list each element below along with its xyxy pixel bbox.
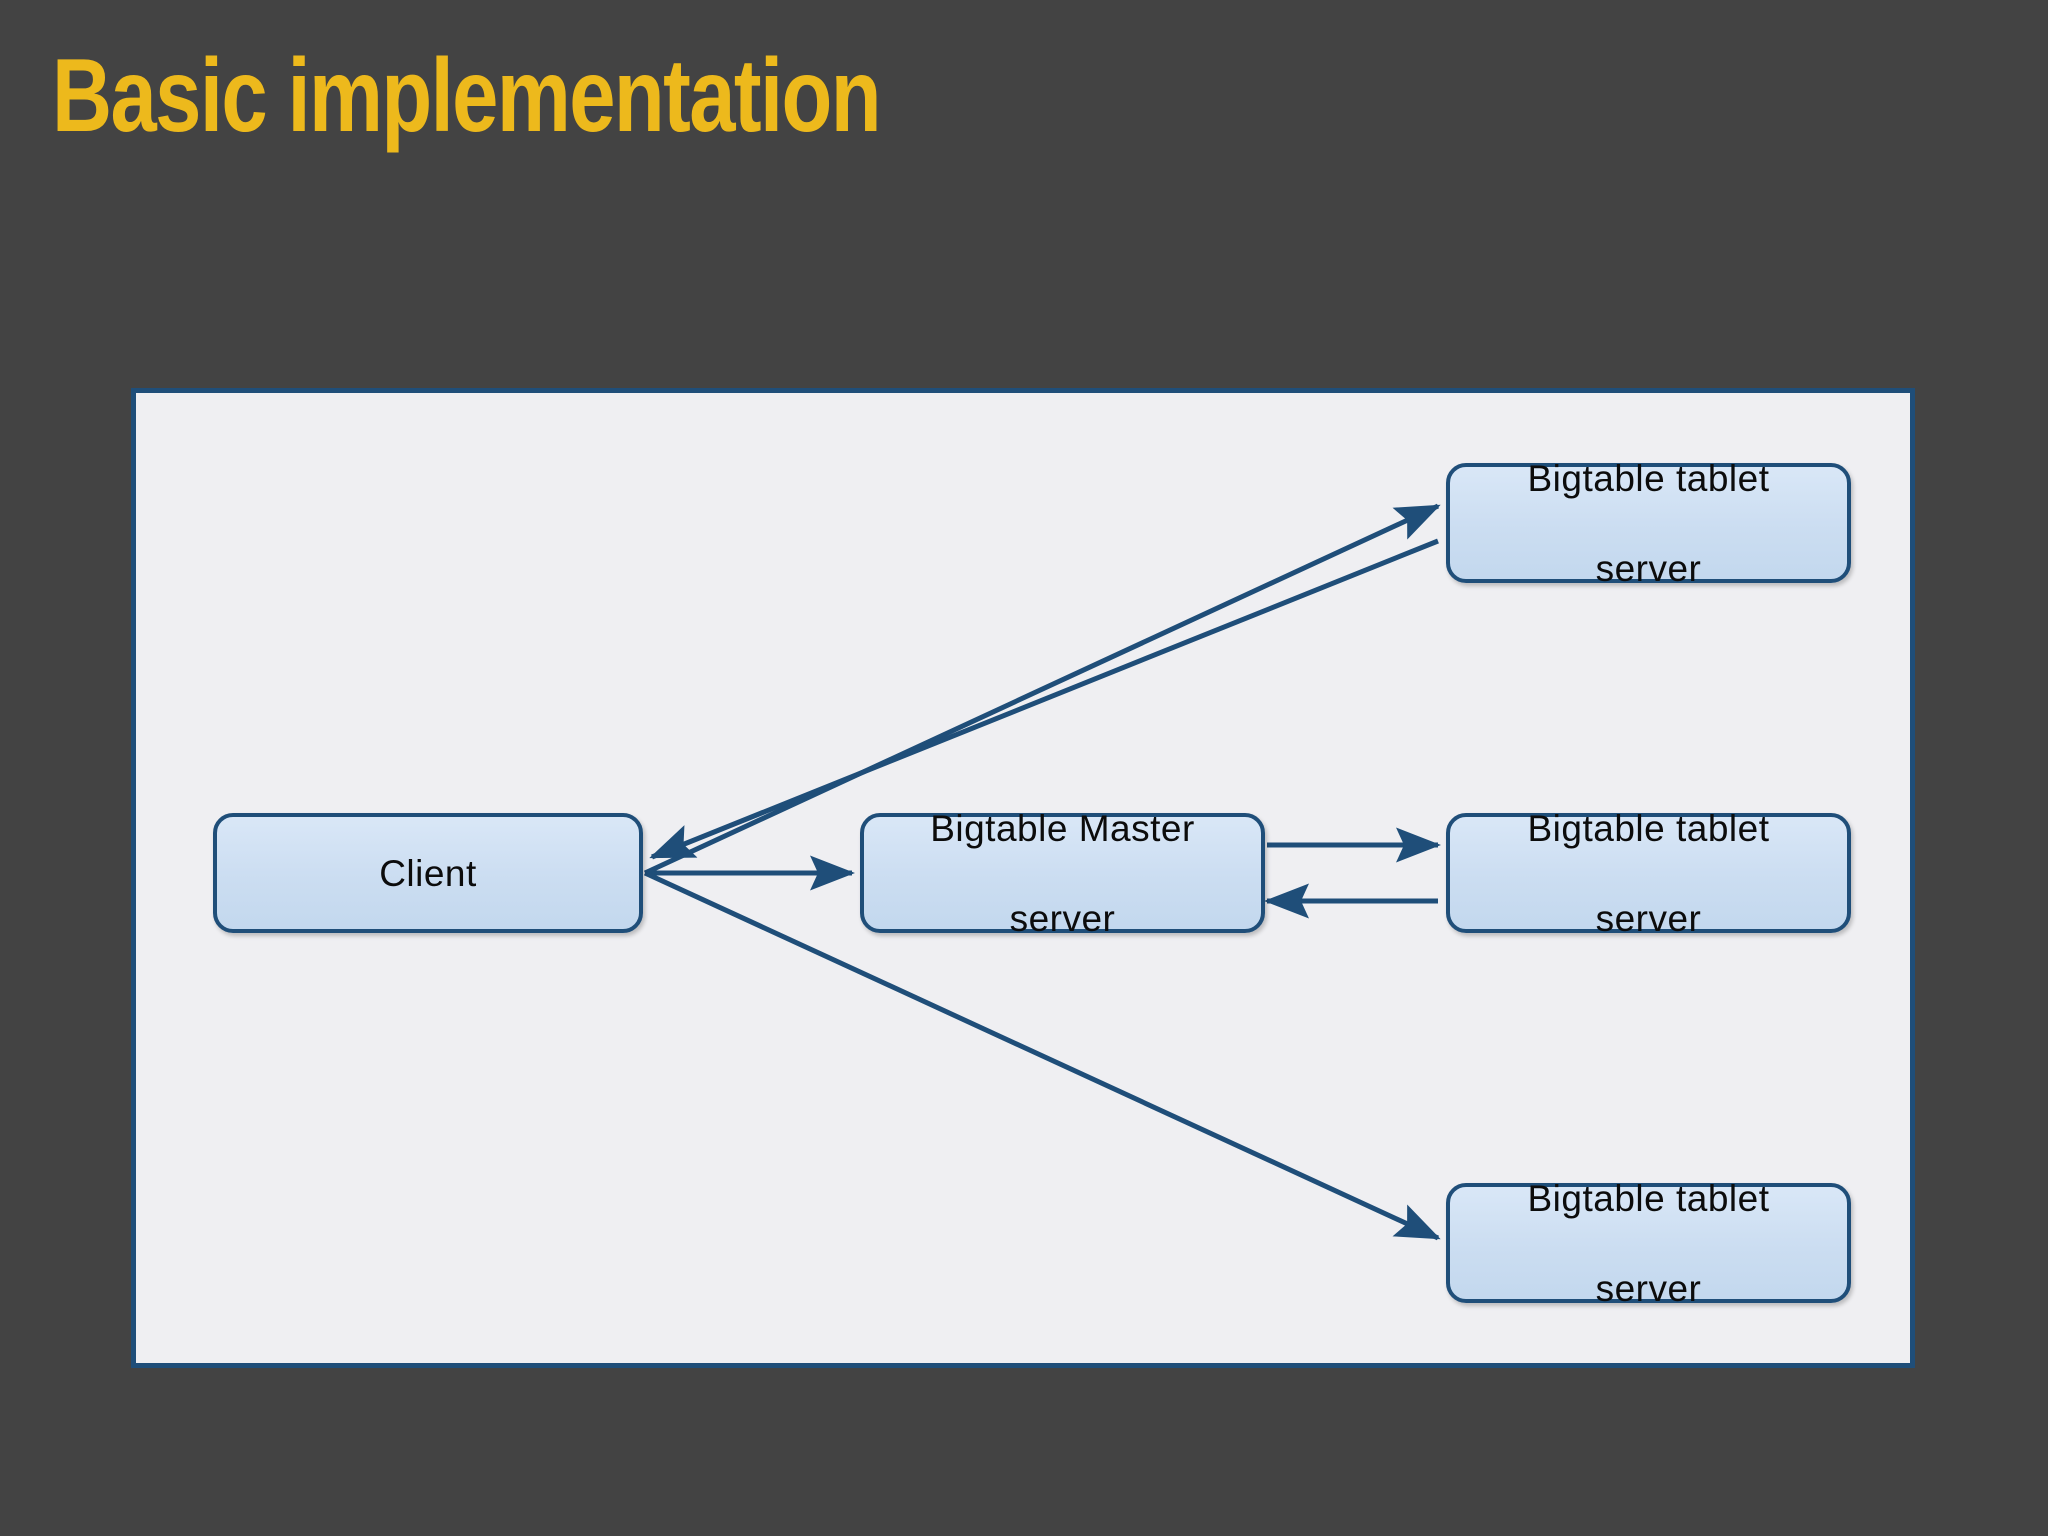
page-title: Basic implementation — [52, 38, 882, 154]
diagram-panel: Client Bigtable Master server Bigtable ta… — [131, 388, 1915, 1368]
node-tablet-bottom-label-line2: server — [1595, 1267, 1702, 1309]
node-tablet-middle-label-line2: server — [1595, 897, 1702, 939]
node-master-label-line1: Bigtable Master — [930, 807, 1195, 849]
node-client-label: Client — [379, 852, 477, 894]
node-bigtable-tablet-server-middle[interactable]: Bigtable tablet server — [1446, 808, 1851, 939]
diagram-connectors — [643, 503, 1442, 1241]
node-tablet-top-label: Bigtable tablet server — [1503, 456, 1793, 591]
node-bigtable-tablet-server-top[interactable]: Bigtable tablet server — [1446, 458, 1851, 589]
edge-client-to-tablet-top — [643, 503, 1441, 876]
edge-tablet-top-to-client — [649, 538, 1439, 860]
node-tablet-middle-label: Bigtable tablet server — [1503, 806, 1793, 941]
node-bigtable-tablet-server-bottom[interactable]: Bigtable tablet server — [1446, 1178, 1851, 1309]
node-master-label-line2: server — [1009, 897, 1116, 939]
node-tablet-middle-label-line1: Bigtable tablet — [1527, 807, 1770, 849]
node-tablet-bottom-label-line1: Bigtable tablet — [1527, 1177, 1770, 1219]
node-bigtable-master-server[interactable]: Bigtable Master server — [860, 808, 1265, 939]
node-tablet-top-label-line1: Bigtable tablet — [1527, 457, 1770, 499]
node-tablet-bottom-label: Bigtable tablet server — [1503, 1176, 1793, 1311]
edge-client-to-tablet-bottom — [643, 870, 1441, 1241]
node-master-label: Bigtable Master server — [906, 806, 1219, 941]
node-tablet-top-label-line2: server — [1595, 547, 1702, 589]
node-client[interactable]: Client — [213, 813, 643, 933]
